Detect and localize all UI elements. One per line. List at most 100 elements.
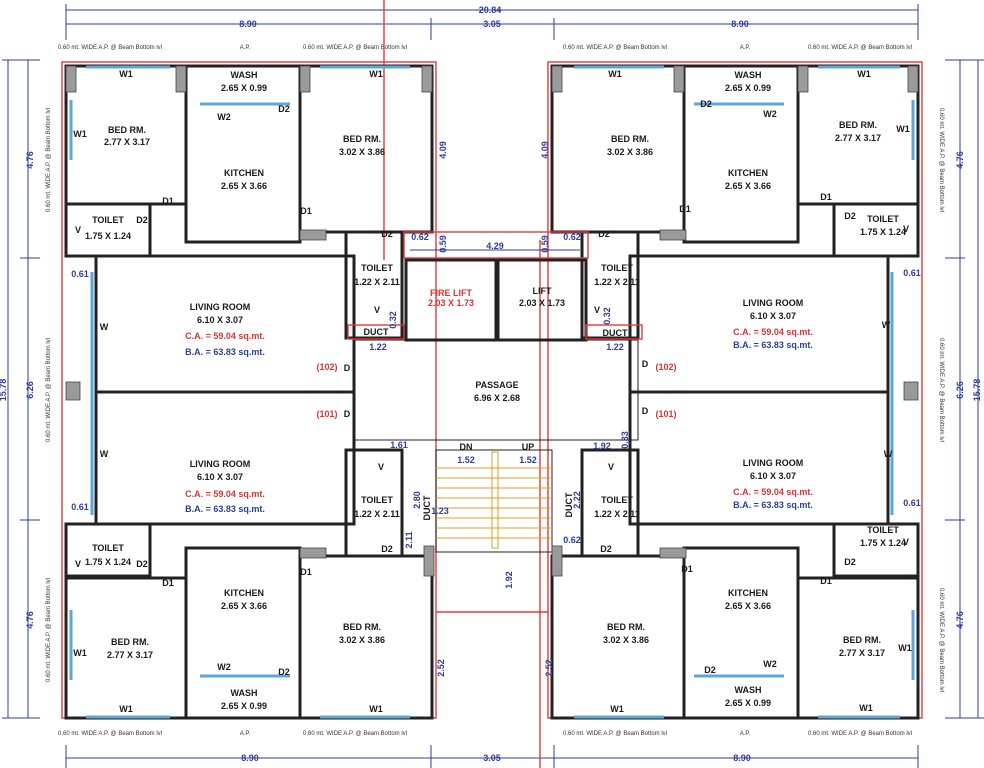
top-dimensions: 20.84 8.90 3.05 8.90 (65, 4, 919, 40)
vent-tag: V (75, 559, 81, 569)
living-room-label: LIVING ROOM (190, 459, 251, 469)
door-tag: D2 (844, 557, 856, 567)
ap-note: 0.60 mt. WIDE A.P. @ Beam Bottom lvl (303, 731, 407, 737)
dim-label: 0.61 (903, 498, 921, 508)
dim-label: 4.09 (540, 141, 550, 159)
toilet-size: 1.75 X 1.24 (85, 231, 131, 241)
door-tag: D2 (136, 215, 148, 225)
door-tag: D1 (300, 567, 312, 577)
toilet-label: TOILET (867, 525, 899, 535)
toilet-label: TOILET (867, 214, 899, 224)
kitchen-size: 2.65 X 3.66 (725, 601, 771, 611)
window-tag: W1 (608, 69, 622, 79)
dim-label: 0.59 (438, 235, 448, 253)
dim-label: 0.61 (903, 268, 921, 278)
ap-note: A.P. (240, 45, 251, 51)
unit-number: (101) (655, 409, 676, 419)
right-dimensions: 15.78 4.76 6.26 4.76 (945, 59, 984, 719)
window-tag: W1 (369, 69, 383, 79)
kitchen-label: KITCHEN (728, 168, 768, 178)
core-dimensions: 4.29 0.62 0.62 0.59 0.59 4.09 4.09 1.22 … (71, 141, 921, 677)
toilet-size: 1.75 X 1.24 (85, 557, 131, 567)
built-area: B.A. = 63.83 sq.mt. (185, 347, 265, 357)
dim-left-total: 15.78 (0, 379, 8, 402)
bed-room-size: 2.77 X 3.17 (839, 648, 885, 658)
door-tag: D2 (278, 667, 290, 677)
living-room-size: 6.10 X 3.07 (750, 311, 796, 321)
ap-note: 0.60 mt. WIDE A.P. @ Beam Bottom lvl (938, 108, 944, 212)
door-tag: D (344, 409, 351, 419)
carpet-area: C.A. = 59.04 sq.mt. (185, 489, 265, 499)
unit-number: (102) (316, 362, 337, 372)
window-tag: W1 (896, 124, 910, 134)
living-room-label: LIVING ROOM (190, 302, 251, 312)
window-tag: W (884, 449, 893, 459)
kitchen-label: KITCHEN (728, 588, 768, 598)
door-tag: D1 (162, 578, 174, 588)
fire-lift-label: FIRE LIFT (430, 288, 472, 298)
toilet-size: 1.22 X 2.11 (354, 277, 400, 287)
fire-lift-size: 2.03 X 1.73 (428, 298, 474, 308)
duct-label: DUCT (364, 327, 389, 337)
window-tag: W1 (857, 69, 871, 79)
door-tag: D (642, 406, 649, 416)
columns (65, 65, 919, 577)
dim-label: 1.23 (431, 506, 449, 516)
ap-note: 0.60 mt. WIDE A.P. @ Beam Bottom lvl (938, 588, 944, 692)
living-room-size: 6.10 X 3.07 (197, 315, 243, 325)
dim-label: 0.59 (540, 235, 550, 253)
carpet-area: C.A. = 59.04 sq.mt. (733, 327, 813, 337)
passage-label: PASSAGE (475, 380, 518, 390)
ap-note: 0.60 mt. WIDE A.P. @ Beam Bottom lvl (46, 108, 52, 212)
window-tag: W1 (369, 704, 383, 714)
built-area: B.A. = 63.83 sq.mt. (733, 500, 813, 510)
bottom-dimensions: 8.90 3.05 8.90 (65, 745, 919, 768)
bed-room-label: BED RM. (343, 622, 381, 632)
door-tag: D2 (381, 544, 393, 554)
duct-label: DUCT (564, 492, 574, 517)
stair-up-label: UP (522, 442, 535, 452)
dim-label: 2.22 (572, 491, 582, 509)
ap-note: 0.60 mt. WIDE A.P. @ Beam Bottom lvl (58, 731, 162, 737)
dim-right-middle: 6.26 (955, 381, 965, 399)
door-tag: D2 (700, 99, 712, 109)
window-tag: W2 (217, 662, 231, 672)
toilet-size: 1.22 X 2.11 (594, 277, 640, 287)
window-tag: W1 (73, 129, 87, 139)
dim-label: 2.11 (404, 531, 414, 548)
door-tag: D1 (679, 204, 691, 214)
toilet-label: TOILET (92, 215, 124, 225)
opening-tags: W1 W1 W1 W1 W1 W1 W2 W2 D1 D1 D1 D1 D2 D… (73, 69, 912, 714)
ap-note: 0.60 mt. WIDE A.P. @ Beam Bottom lvl (808, 731, 912, 737)
door-tag: D1 (162, 196, 174, 206)
dim-right-upper: 4.76 (955, 151, 965, 169)
unit-number: (102) (655, 362, 676, 372)
wash-size: 2.65 X 0.99 (725, 83, 771, 93)
living-room-size: 6.10 X 3.07 (750, 471, 796, 481)
built-area: B.A. = 63.83 sq.mt. (185, 504, 265, 514)
dim-top-left: 8.90 (239, 19, 257, 29)
window-tag: W (882, 320, 891, 330)
core (347, 231, 643, 441)
stair-down-label: DN (460, 442, 473, 452)
bed-room-label: BED RM. (607, 622, 645, 632)
window-tag: W2 (763, 659, 777, 669)
kitchen-label: KITCHEN (224, 168, 264, 178)
bed-room-label: BED RM. (611, 134, 649, 144)
bed-room-size: 3.02 X 3.86 (607, 147, 653, 157)
bed-room-size: 2.77 X 3.17 (835, 133, 881, 143)
door-tag: D2 (381, 229, 393, 239)
dim-left-middle: 6.26 (25, 381, 35, 399)
door-tag: D2 (600, 544, 612, 554)
dim-label: 1.22 (369, 342, 387, 352)
walls-left (64, 64, 434, 720)
window-tag: W1 (73, 648, 87, 658)
carpet-area: C.A. = 59.04 sq.mt. (733, 487, 813, 497)
dim-label: 0.61 (71, 502, 89, 512)
door-tag: D2 (598, 229, 610, 239)
toilet-size: 1.75 X 1.24 (860, 538, 906, 548)
toilet-label: TOILET (601, 495, 633, 505)
window-tag: W1 (859, 703, 873, 713)
ap-note: 0.60 mt. WIDE A.P. @ Beam Bottom lvl (46, 338, 52, 442)
